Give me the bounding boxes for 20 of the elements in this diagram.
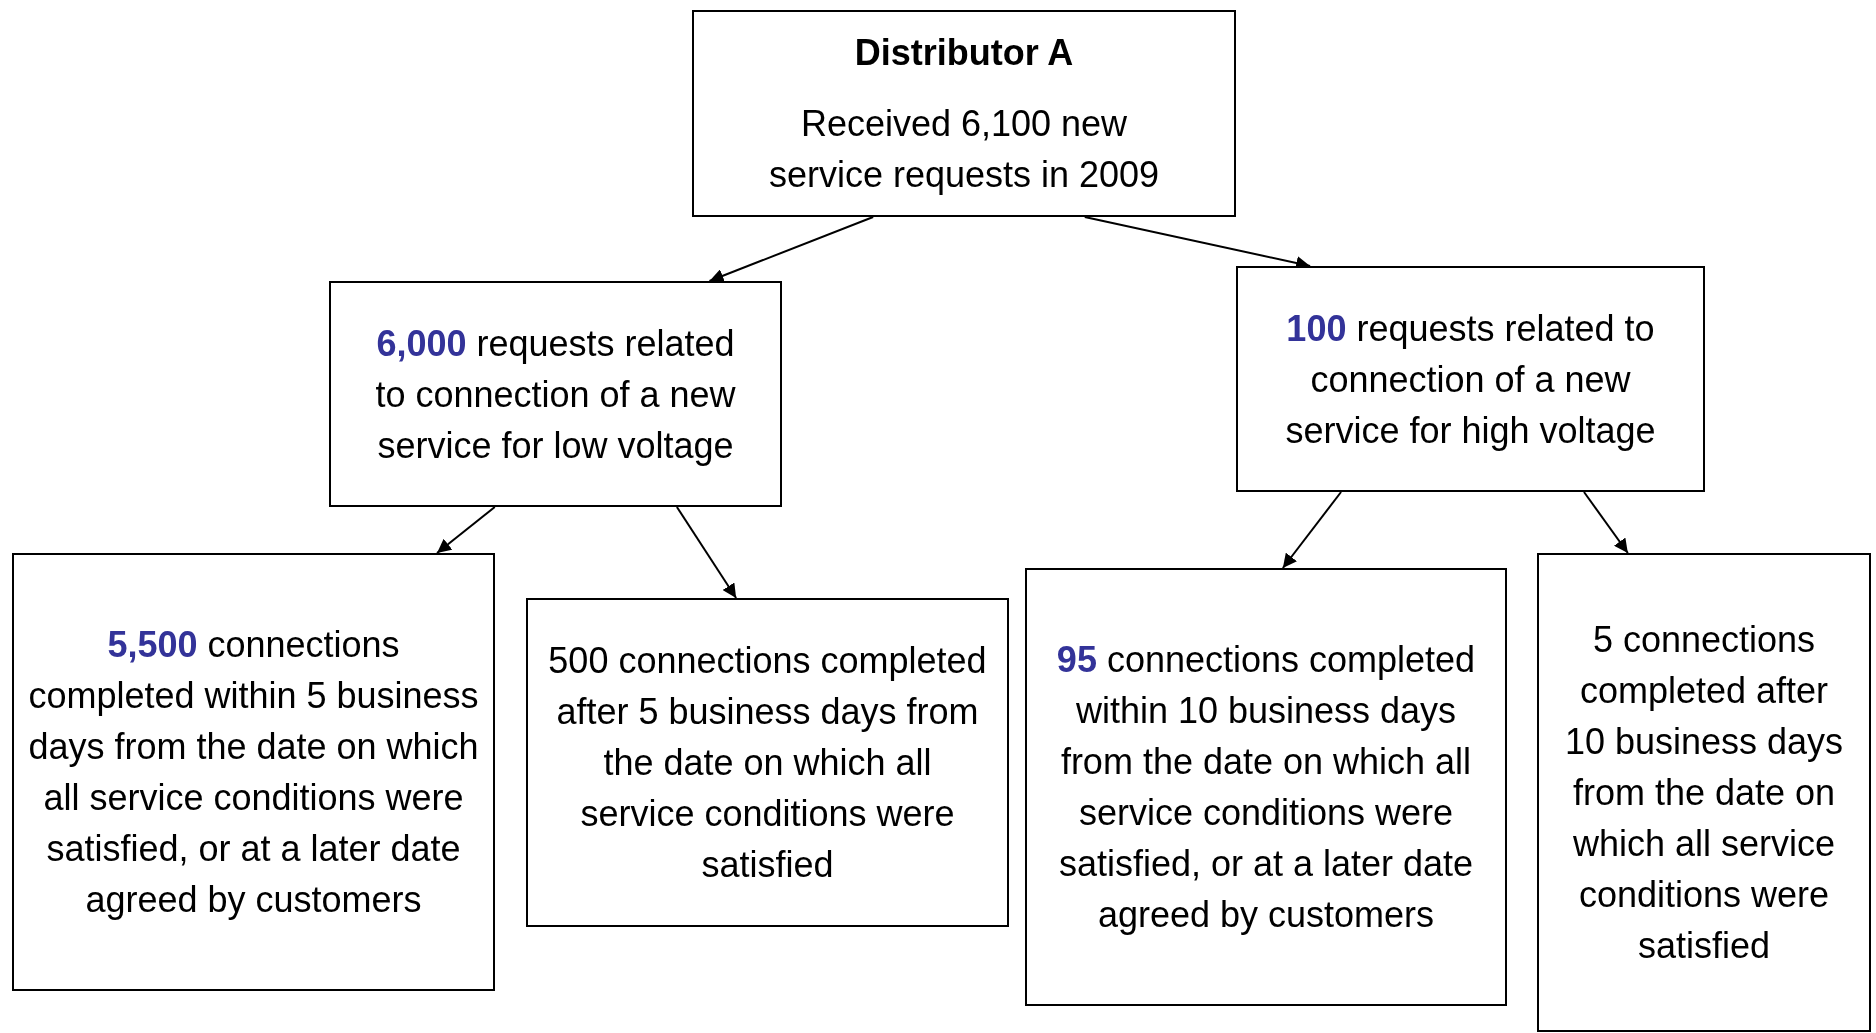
- box-text: 100 requests related to connection of a new service for high voltage: [1284, 306, 1657, 453]
- text-box: [12, 553, 495, 991]
- box-text: 95 connections completed within 10 business days from the date on which all service conditions were satisfied, or at a later date agreed by customers: [1055, 638, 1477, 937]
- text-box: [1537, 553, 1871, 1032]
- arrow: [1583, 491, 1629, 554]
- text-box: [329, 281, 782, 507]
- text-box: [526, 598, 1009, 927]
- arrow: [675, 506, 738, 599]
- box-text: 5 connections completed after 10 business days from the date on which all service conditions were satisfied: [1563, 618, 1845, 968]
- box-text: 6,000 requests related to connection of a new service for low voltage: [374, 321, 737, 468]
- box-text: 500 connections completed after 5 business days from the date on which all service conditions were satisfied: [547, 639, 988, 887]
- text-box: [1025, 568, 1507, 1006]
- arrow: [1281, 491, 1343, 569]
- arrow: [436, 506, 496, 554]
- box-text: 5,500 connections completed within 5 business days from the date on which all service conditions were satisfied, or at a later date agreed by customers: [28, 623, 479, 922]
- box-heading: Distributor A: [854, 31, 1074, 75]
- text-box: [692, 10, 1236, 217]
- arrow: [708, 216, 875, 283]
- box-text: Received 6,100 new service requests in 2009: [767, 102, 1161, 197]
- text-box: [1236, 266, 1705, 492]
